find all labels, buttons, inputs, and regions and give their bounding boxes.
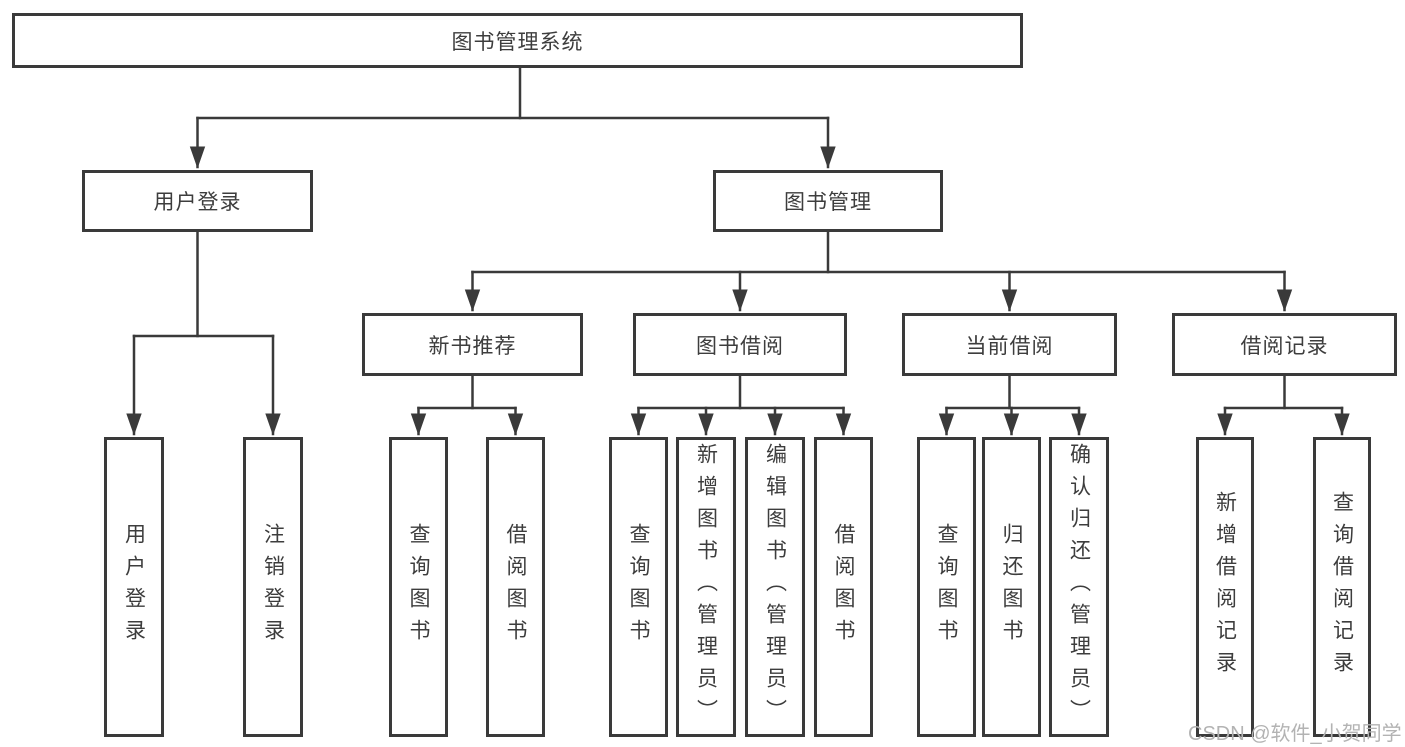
node-label: 借阅记录: [1240, 334, 1329, 358]
leaf-label: 借阅图书: [832, 523, 855, 651]
leaf-label: 新增图书（管理员）: [694, 443, 718, 731]
node-label: 新书推荐: [428, 334, 517, 358]
leaf-user-login: 用户登录: [104, 437, 164, 737]
node-label: 图书管理系统: [451, 30, 584, 54]
node-label: 图书管理: [784, 191, 872, 214]
leaf-current-query-books: 查询图书: [917, 437, 976, 737]
connector-group: [134, 66, 1342, 436]
leaf-label: 查询借阅记录: [1330, 491, 1354, 683]
leaf-borrowing-add-books-admin: 新增图书（管理员）: [676, 437, 736, 737]
leaf-label: 确认归还（管理员）: [1067, 443, 1091, 731]
leaf-current-return-books: 归还图书: [982, 437, 1041, 737]
leaf-label: 编辑图书（管理员）: [763, 443, 787, 731]
node-book-borrowing: 图书借阅: [633, 313, 847, 376]
leaf-borrowing-query-books: 查询图书: [609, 437, 668, 737]
node-root-system: 图书管理系统: [12, 13, 1023, 68]
leaf-label: 归还图书: [1000, 523, 1023, 651]
node-new-book-recommend: 新书推荐: [362, 313, 583, 376]
leaf-label: 查询图书: [935, 523, 958, 651]
leaf-label: 用户登录: [122, 523, 146, 651]
leaf-label: 查询图书: [627, 523, 650, 651]
leaf-label: 查询图书: [407, 523, 430, 651]
node-current-borrowing: 当前借阅: [902, 313, 1117, 376]
node-borrowing-records: 借阅记录: [1172, 313, 1397, 376]
leaf-label: 借阅图书: [504, 523, 527, 651]
leaf-current-confirm-return-admin: 确认归还（管理员）: [1049, 437, 1109, 737]
leaf-records-query-record: 查询借阅记录: [1313, 437, 1371, 737]
node-label: 当前借阅: [965, 334, 1054, 358]
leaf-records-add-record: 新增借阅记录: [1196, 437, 1254, 737]
leaf-newbook-borrow-books: 借阅图书: [486, 437, 545, 737]
leaf-logout-login: 注销登录: [243, 437, 303, 737]
node-book-management: 图书管理: [713, 170, 943, 232]
leaf-borrowing-edit-books-admin: 编辑图书（管理员）: [745, 437, 805, 737]
node-label: 用户登录: [153, 191, 242, 214]
watermark: CSDN @软件_小贺同学: [1188, 723, 1402, 745]
leaf-borrowing-borrow-books: 借阅图书: [814, 437, 873, 737]
node-label: 图书借阅: [696, 334, 784, 358]
leaf-label: 注销登录: [261, 523, 285, 651]
node-user-login: 用户登录: [82, 170, 313, 232]
leaf-label: 新增借阅记录: [1213, 491, 1237, 683]
leaf-newbook-query-books: 查询图书: [389, 437, 448, 737]
